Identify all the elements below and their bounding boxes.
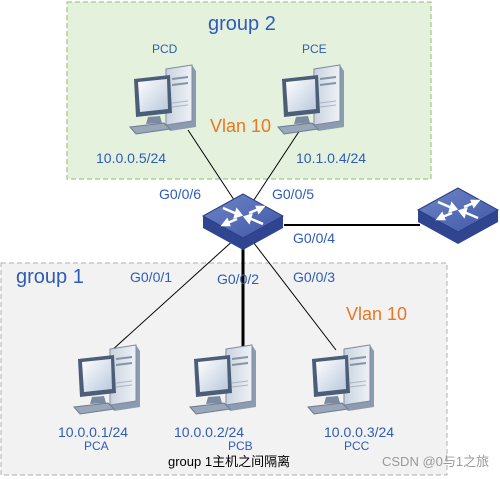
- pca-name: PCA: [84, 439, 109, 453]
- group2-box: [66, 1, 432, 180]
- links: [109, 129, 420, 353]
- link-pce: [245, 129, 301, 213]
- pcc-name: PCC: [344, 439, 370, 453]
- group1-title: group 1: [16, 266, 84, 288]
- main-switch-icon: [201, 192, 285, 252]
- pcd-name: PCD: [152, 42, 178, 56]
- port-label-g0-0-3: G0/0/3: [293, 269, 336, 285]
- link-pcc: [249, 237, 337, 351]
- pcc-ip: 10.0.0.3/24: [324, 424, 395, 440]
- pcd-ip: 10.0.0.5/24: [96, 150, 167, 166]
- link-pca: [109, 237, 237, 353]
- watermark: CSDN @0与1之旅: [382, 454, 490, 469]
- diagram-caption: group 1主机之间隔离: [168, 454, 291, 469]
- pcb-name: PCB: [228, 439, 253, 453]
- port-label-g0-0-1: G0/0/1: [130, 269, 173, 285]
- port-label-g0-0-4: G0/0/4: [293, 230, 336, 246]
- peer-switch-icon: [416, 186, 500, 246]
- pcb-ip: 10.0.0.2/24: [174, 424, 245, 440]
- port-label-g0-0-2: G0/0/2: [217, 271, 260, 287]
- pce-name: PCE: [302, 42, 327, 56]
- port-label-g0-0-5: G0/0/5: [272, 186, 315, 202]
- group1-vlan-label: Vlan 10: [346, 304, 408, 324]
- pce-ip: 10.1.0.4/24: [296, 150, 367, 166]
- group2-vlan-label: Vlan 10: [210, 116, 272, 136]
- link-pcd: [187, 129, 243, 213]
- port-label-g0-0-6: G0/0/6: [159, 186, 202, 202]
- pca-ip: 10.0.0.1/24: [58, 424, 129, 440]
- group2-title: group 2: [208, 13, 276, 35]
